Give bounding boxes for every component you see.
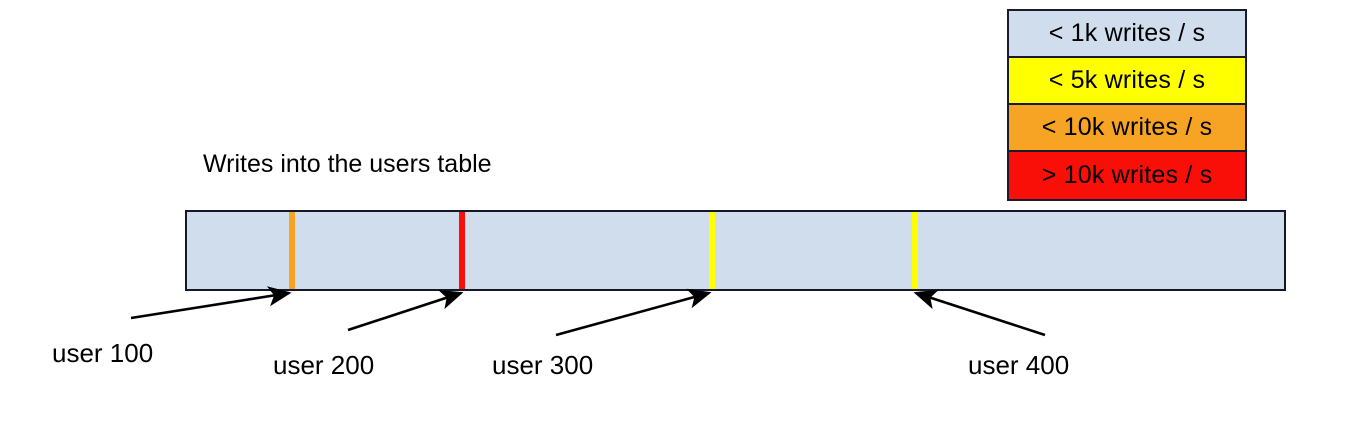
legend-label: < 1k writes / s — [1048, 19, 1206, 47]
keyspace-bar — [185, 210, 1286, 291]
marker-user-400 — [912, 212, 918, 289]
callout-label-user-200: user 200 — [273, 350, 375, 380]
chart-title: Writes into the users table — [203, 150, 492, 178]
legend-label: < 5k writes / s — [1048, 66, 1206, 94]
legend: < 1k writes / s < 5k writes / s < 10k wr… — [1007, 9, 1247, 201]
arrow-user-100 — [130, 286, 292, 320]
marker-user-100 — [289, 212, 295, 289]
arrow-user-400 — [913, 289, 1046, 337]
legend-row-2: < 5k writes / s — [1009, 58, 1245, 105]
marker-user-300 — [709, 212, 715, 289]
legend-row-1: < 1k writes / s — [1009, 11, 1245, 58]
legend-row-4: > 10k writes / s — [1009, 152, 1245, 199]
legend-label: < 10k writes / s — [1041, 113, 1213, 141]
legend-label: > 10k writes / s — [1041, 161, 1213, 189]
marker-user-200 — [459, 212, 465, 289]
callout-label-user-300: user 300 — [492, 350, 594, 380]
arrow-user-200 — [347, 289, 464, 332]
legend-row-3: < 10k writes / s — [1009, 105, 1245, 152]
callout-label-user-100: user 100 — [52, 338, 154, 368]
callout-label-user-400: user 400 — [968, 350, 1070, 380]
arrow-user-300 — [555, 288, 712, 337]
